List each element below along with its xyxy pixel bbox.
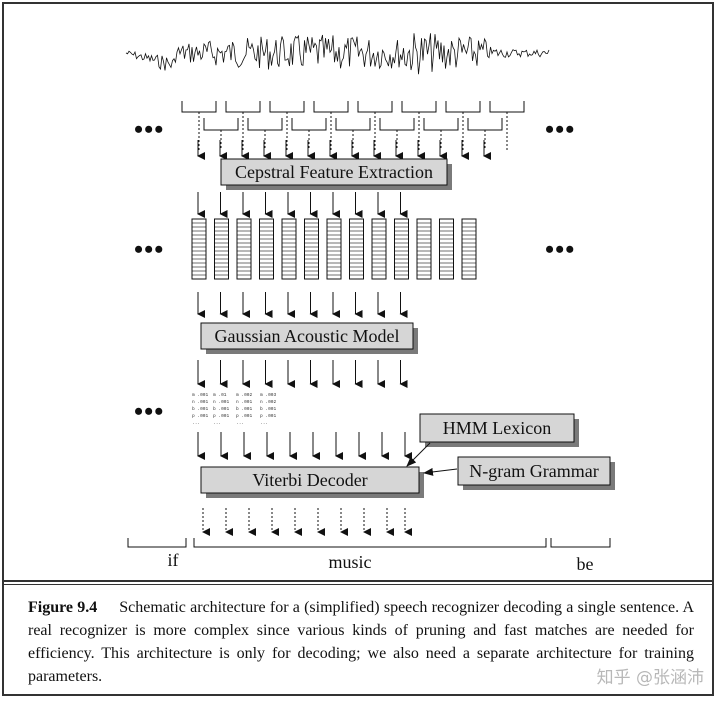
window-top-1 [225,101,261,113]
figure-frame [2,2,714,696]
word-be: be [577,554,594,574]
likelihood-cell: n .002 [260,399,277,405]
caption-divider-inner [2,584,714,585]
arrows-to-acoustic-model [197,292,408,318]
arrows-to-feature-extraction [197,140,491,160]
window-top-4 [357,101,393,113]
feature-extraction-box: Cepstral Feature Extraction [220,158,452,190]
word-brackets [127,538,611,548]
ellipsis-right-1: ••• [545,115,575,144]
decoder-label: Viterbi Decoder [252,470,367,490]
likelihood-cell: b .001 [236,406,253,412]
lexicon-to-decoder-arrow [406,442,431,467]
likelihood-cell: n .001 [213,399,230,405]
likelihood-cell: ... [260,421,268,426]
likelihood-cell: m .002 [236,392,253,398]
window-bottom-4 [379,118,415,131]
window-bottom-3 [335,118,371,131]
feature-vector-11 [439,218,454,280]
caption-text: Schematic architecture for a (simplified… [28,599,694,685]
acoustic-model-box: Gaussian Acoustic Model [200,322,418,354]
window-bottom-0 [203,118,239,131]
feature-vector-3 [259,218,274,280]
caption-divider [2,580,714,582]
figure-number: Figure 9.4 [28,599,98,616]
feature-vector-9 [394,218,409,280]
likelihood-cell: p .001 [192,413,209,419]
arrows-to-likelihoods [197,360,408,388]
feature-vector-4 [281,218,297,280]
likelihood-cell: n .001 [192,399,209,405]
frame-windows [181,101,525,150]
window-top-2 [269,101,305,113]
window-top-6 [445,101,481,113]
acoustic-model-label: Gaussian Acoustic Model [215,326,400,346]
window-bottom-2 [291,118,327,131]
ellipsis-left-2: ••• [134,235,164,264]
likelihood-cell: ... [213,421,221,426]
feature-vectors [191,218,477,280]
likelihood-cell: ... [236,421,244,426]
grammar-label: N-gram Grammar [469,461,598,481]
lexicon-box: HMM Lexicon [419,413,579,447]
likelihood-cell: ... [192,421,200,426]
likelihood-cell: b .001 [260,406,277,412]
likelihood-cell: p .001 [260,413,277,419]
asr-architecture-diagram: ••• ••• ••• ••• ••• Cepstral Feature Ext… [125,33,615,574]
window-bottom-5 [423,118,459,131]
ellipsis-left-3: ••• [134,397,164,426]
likelihood-cell: m .01 [213,392,227,398]
feature-vector-7 [349,218,364,280]
likelihood-cell: b .001 [192,406,209,412]
feature-vector-2 [236,218,252,280]
likelihood-cell: b .001 [213,406,230,412]
window-top-3 [313,101,349,113]
arrows-to-feature-vectors [197,192,408,218]
grammar-to-decoder-arrow [423,467,458,476]
window-top-5 [401,101,437,113]
feature-vector-8 [371,218,387,280]
grammar-box: N-gram Grammar [457,456,615,490]
likelihood-cell: m .001 [192,392,209,398]
feature-extraction-label: Cepstral Feature Extraction [235,162,433,182]
feature-vector-10 [416,218,432,280]
window-bottom-6 [467,118,503,131]
likelihood-cell: p .001 [213,413,230,419]
likelihood-cell: n .001 [236,399,253,405]
lexicon-label: HMM Lexicon [443,418,551,438]
feature-vector-1 [214,218,229,280]
window-bottom-1 [247,118,283,131]
watermark: 知乎 @张涵沛 [596,668,704,688]
decoder-output-arrows [202,508,412,536]
feature-vector-12 [461,218,477,280]
likelihood-cell: m .003 [260,392,277,398]
feature-vector-0 [191,218,207,280]
word-music: music [329,552,372,572]
word-if: if [168,550,179,570]
ellipsis-left-1: ••• [134,115,164,144]
ellipsis-right-2: ••• [545,235,575,264]
window-top-7 [489,101,525,113]
decoder-box: Viterbi Decoder [200,466,424,498]
feature-vector-6 [326,218,342,280]
feature-vector-5 [304,218,319,280]
arrows-to-decoder [197,432,412,460]
window-top-0 [181,101,217,113]
speech-waveform [125,33,550,75]
likelihood-cell: p .001 [236,413,253,419]
